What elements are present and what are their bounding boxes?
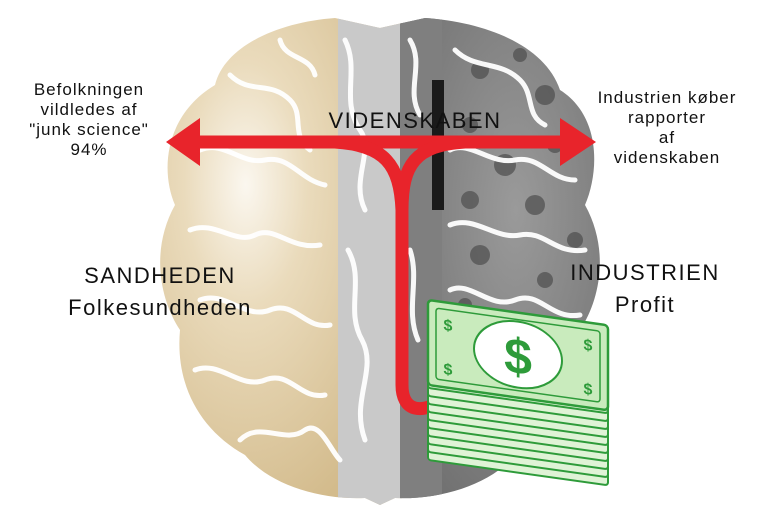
- left-title: SANDHEDEN: [45, 261, 275, 291]
- right-note-line-1: Industrien køber: [572, 88, 759, 108]
- svg-text:$: $: [444, 316, 453, 335]
- right-note-line-3: af: [572, 128, 759, 148]
- svg-text:$: $: [444, 360, 453, 379]
- left-note-line-2: vildledes af: [0, 100, 178, 120]
- right-subtitle: Profit: [545, 290, 745, 320]
- left-subtitle: Folkesundheden: [45, 293, 275, 323]
- dollar-sign-icon: $: [504, 327, 532, 387]
- center-band: [338, 10, 400, 510]
- center-title: VIDENSKABEN: [300, 106, 530, 136]
- right-note: Industrien køber rapporter af videnskabe…: [572, 88, 759, 168]
- right-title: INDUSTRIEN: [540, 258, 750, 288]
- dollar-bill-stack-icon: $ $ $ $ $: [428, 300, 608, 485]
- left-note-line-1: Befolkningen: [0, 80, 178, 100]
- left-note-line-4: 94%: [0, 140, 178, 160]
- left-note: Befolkningen vildledes af "junk science"…: [0, 80, 178, 160]
- svg-text:$: $: [584, 380, 593, 399]
- svg-text:$: $: [584, 336, 593, 355]
- left-note-line-3: "junk science": [0, 120, 178, 140]
- right-note-line-4: videnskaben: [572, 148, 759, 168]
- right-note-line-2: rapporter: [572, 108, 759, 128]
